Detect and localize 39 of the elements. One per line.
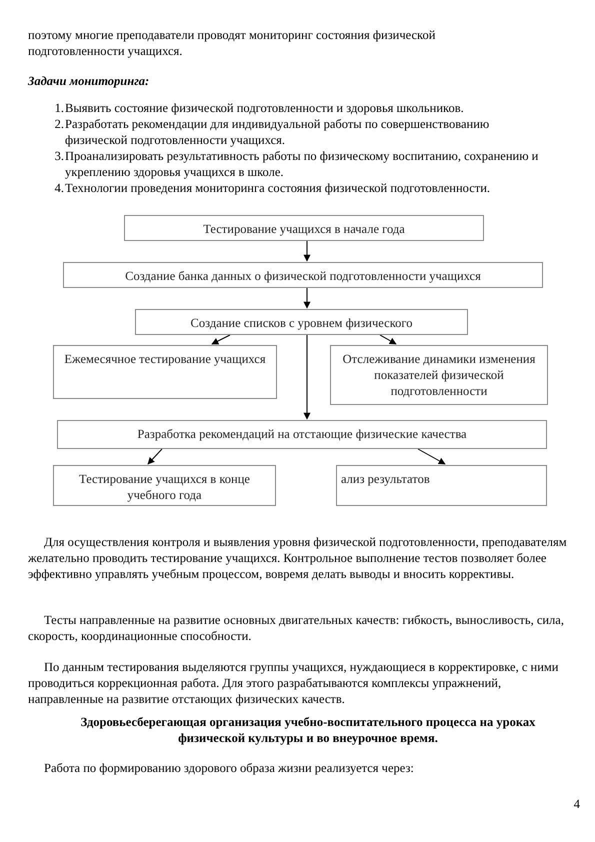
list-number: 2. [54, 116, 64, 132]
list-number: 3. [54, 148, 64, 164]
paragraph: Проанализировать результативность работы по физическому воспитанию, сохранению и укреплению здоровья учащихся в школе. [65, 148, 540, 180]
box-text: ализ результатов [341, 471, 430, 487]
arrow [211, 334, 230, 344]
box-text: Тестирование учащихся в конце учебного года [78, 471, 251, 503]
heading: Задачи мониторинга: [28, 73, 150, 89]
box-text: Отслеживание динамики изменения показателей физической подготовленности [342, 351, 536, 399]
arrow [304, 240, 310, 262]
box-text: Тестирование учащихся в начале года [203, 221, 405, 237]
process-box [53, 465, 276, 506]
arrow [148, 448, 162, 464]
process-box [53, 345, 277, 399]
paragraph: Выявить состояние физической подготовленности и здоровья школьников. [65, 100, 465, 116]
paragraph: Работа по формированию здорового образа жизни реализуется через: [43, 760, 415, 776]
page-number: 4 [572, 796, 580, 812]
process-box [57, 420, 547, 449]
paragraph: Тесты направленные на развитие основных двигательных качеств: гибкость, выносливость, сила, скорость, координационные способности. [28, 612, 565, 644]
arrow [418, 448, 446, 464]
paragraph: поэтому многие преподаватели проводят мониторинг состояния физической подготовленности учащихся. [28, 27, 436, 59]
box-text: Создание банка данных о физической подготовленности учащихся [125, 268, 481, 284]
heading: Здоровьесберегающая организация учебно-воспитательного процесса на уроках физической культуры и во внеурочное время. [80, 714, 536, 746]
arrow [304, 334, 310, 420]
list-number: 4. [54, 180, 64, 196]
box-text: Разработка рекомендаций на отстающие физические качества [137, 426, 467, 442]
paragraph: Разработать рекомендации для индивидуальной работы по совершенствованию физической подготовленности учащихся. [65, 116, 490, 148]
box-text: Создание списков с уровнем физического [190, 315, 412, 331]
process-box [135, 309, 468, 335]
list-number: 1. [54, 100, 64, 116]
process-box [336, 465, 547, 506]
arrow [380, 334, 397, 344]
box-text: Ежемесячное тестирование учащихся [64, 351, 266, 367]
process-box [330, 345, 548, 405]
paragraph: По данным тестирования выделяются группы учащихся, нуждающиеся в корректировке, с ними проводиться коррекционная работа. Для этого разрабатываются комплексы упражнений, направленные на развитие отстающих физических качеств. [28, 659, 560, 707]
paragraph: Технологии проведения мониторинга состояния физической подготовленности. [65, 180, 492, 196]
process-box [124, 215, 484, 241]
arrow [304, 288, 310, 309]
paragraph: Для осуществления контроля и выявления уровня физической подготовленности, преподавателям желательно проводить тестирование учащихся. Контрольное выполнение тестов позволяет более эффективно управлять учебным процессом, вовремя делать выводы и вносить коррективы. [28, 534, 568, 582]
process-box [63, 262, 543, 288]
